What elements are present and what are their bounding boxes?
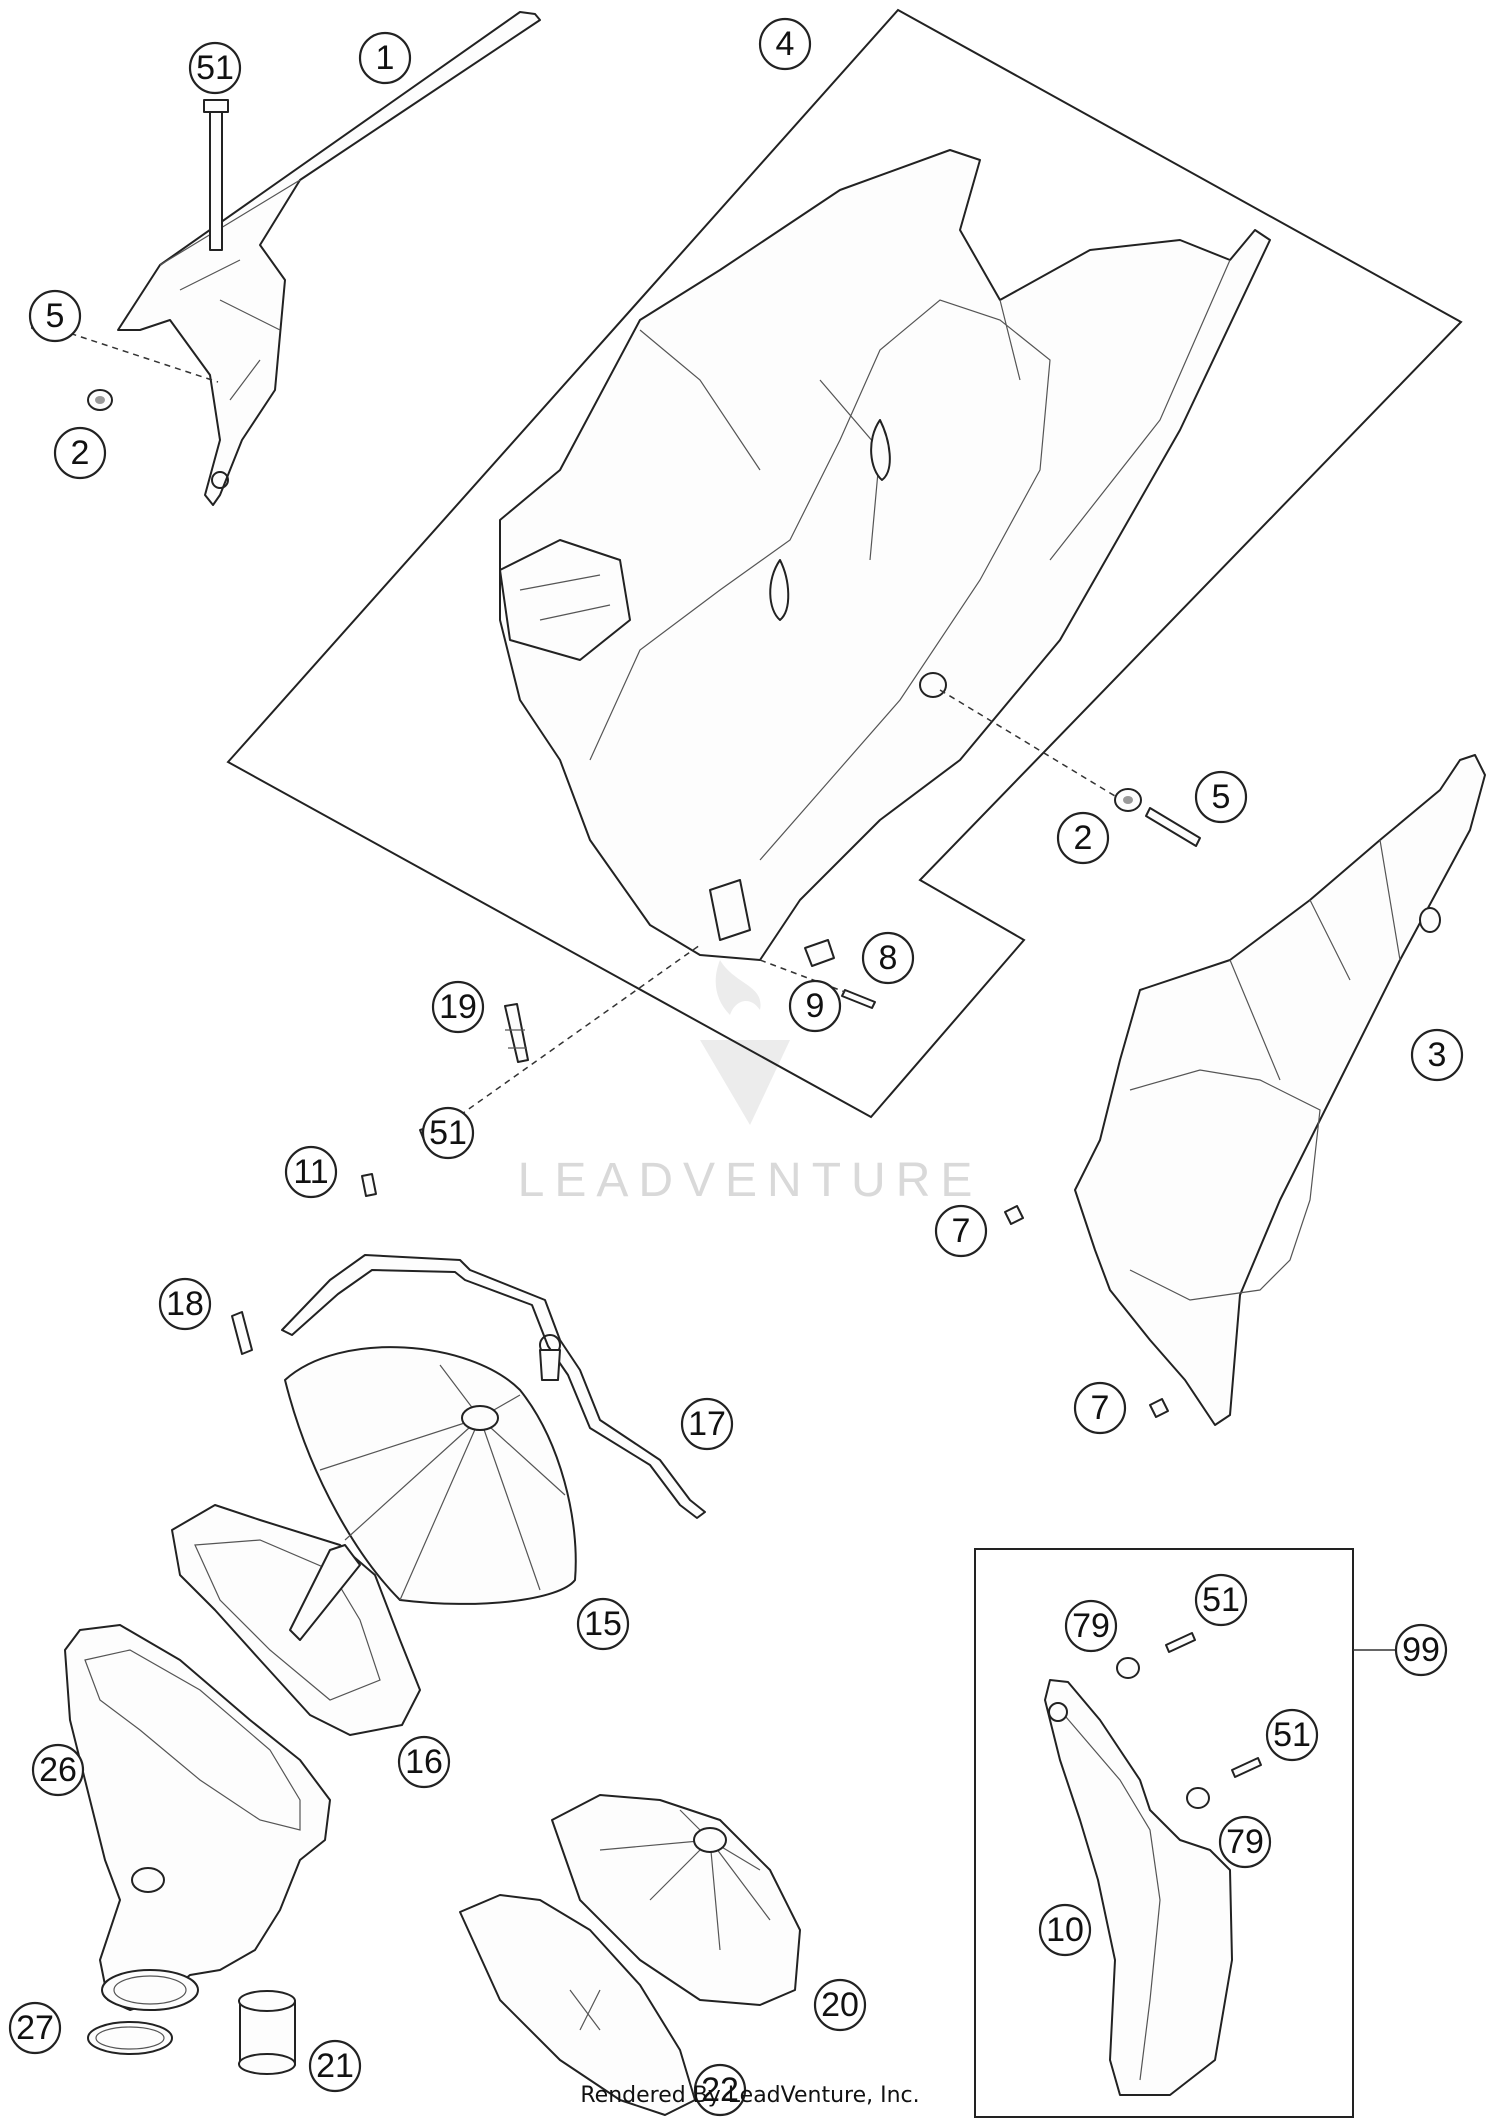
bolt-5-right (1145, 807, 1201, 847)
callout-label: 26 (39, 1751, 77, 1789)
callout-label: 7 (952, 1212, 971, 1250)
callout-20: 20 (813, 1978, 867, 2032)
callout-label: 16 (405, 1743, 443, 1781)
callout-21: 21 (308, 2039, 362, 2093)
callout-label: 1 (376, 39, 395, 77)
callout-51: 51 (1194, 1573, 1248, 1627)
callout-label: 79 (1226, 1823, 1264, 1861)
bolt-51-upper (203, 99, 229, 251)
washer-79-upper (1116, 1657, 1140, 1679)
callout-4: 4 (758, 17, 812, 71)
screw-7-lower (1149, 1398, 1169, 1418)
callout-1: 1 (358, 31, 412, 85)
callout-label: 8 (879, 939, 898, 977)
callout-18: 18 (158, 1277, 212, 1331)
callout-label: 11 (293, 1153, 328, 1191)
callout-label: 99 (1402, 1631, 1440, 1669)
callout-label: 5 (1212, 778, 1231, 816)
callout-22: 22 (693, 2063, 747, 2117)
callout-label: 7 (1091, 1389, 1110, 1427)
callout-2: 2 (53, 426, 107, 480)
watermark-brand-text: LEADVENTURE (518, 1154, 983, 1207)
callout-label: 18 (166, 1285, 204, 1323)
callout-8: 8 (861, 931, 915, 985)
bolt-51-middle (419, 944, 701, 1141)
callout-51: 51 (1265, 1708, 1319, 1762)
callout-3: 3 (1410, 1028, 1464, 1082)
callout-11: 11 (284, 1145, 338, 1199)
bolt-51-kit-lower (1231, 1757, 1262, 1778)
leadventure-watermark: LEADVENTURE (518, 960, 983, 1207)
callout-10: 10 (1038, 1903, 1092, 1957)
callout-5: 5 (28, 289, 82, 343)
bracket-19 (504, 1003, 529, 1063)
callout-label: 19 (439, 988, 477, 1026)
callout-label: 21 (316, 2047, 354, 2085)
callout-79: 79 (1218, 1815, 1272, 1869)
part-4-airbox (499, 149, 1271, 961)
part-15-air-filter (284, 1346, 577, 1605)
part-27-hose-clamp (87, 2021, 173, 2055)
part-18-pin (231, 1311, 253, 1355)
part-1-left-bracket (117, 11, 541, 506)
clip-8 (804, 939, 835, 967)
callout-label: 51 (1202, 1581, 1240, 1619)
part-21-sleeve (238, 1990, 296, 2075)
part-11-spring (361, 1173, 377, 1197)
callout-label: 79 (1072, 1607, 1110, 1645)
callout-label: 2 (1074, 819, 1093, 857)
grommet-2-upper (87, 389, 113, 411)
part-10-intake-duct (1044, 1679, 1233, 2096)
washer-79-lower (1186, 1787, 1210, 1809)
screw-9 (759, 959, 876, 1009)
watermark-logo-mark (700, 960, 790, 1125)
callout-label: 17 (688, 1405, 726, 1443)
callout-label: 9 (806, 987, 825, 1025)
part-17-filter-holder-wire (281, 1254, 706, 1519)
callout-7: 7 (934, 1204, 988, 1258)
callout-label: 2 (71, 434, 90, 472)
callout-99: 99 (1353, 1623, 1448, 1677)
callout-label: 15 (584, 1605, 622, 1643)
callout-label: 22 (701, 2071, 739, 2109)
part-20-filter-cover (551, 1794, 801, 2006)
part-3-right-side-cover (1074, 754, 1486, 1426)
callout-26: 26 (31, 1743, 85, 1797)
callout-2: 2 (1056, 811, 1110, 865)
callout-label: 3 (1428, 1036, 1447, 1074)
callout-label: 51 (1273, 1716, 1311, 1754)
part-22-foam-prefilter (459, 1894, 696, 2116)
callout-79: 79 (1064, 1599, 1118, 1653)
callout-label: 4 (776, 25, 795, 63)
callout-label: 51 (429, 1114, 467, 1152)
callout-5: 5 (1194, 770, 1248, 824)
screw-7-upper (1004, 1205, 1024, 1225)
callout-15: 15 (576, 1597, 630, 1651)
callout-label: 51 (196, 49, 234, 87)
airbox-assembly-frame (226, 8, 1463, 1119)
callout-label: 27 (16, 2009, 54, 2047)
grommet-2-right (939, 689, 1142, 812)
callout-19: 19 (431, 980, 485, 1034)
bolt-51-kit-upper (1165, 1632, 1196, 1653)
kit-99-frame (974, 1548, 1354, 2118)
footer-credit: Rendered By LeadVenture, Inc. (580, 2083, 919, 2108)
callout-label: 20 (821, 1986, 859, 2024)
callout-9: 9 (788, 979, 842, 1033)
callouts: 1 51 4 5 2 5 2 8 9 19 51 3 11 7 18 17 7 … (8, 17, 1464, 2117)
part-26-intake-boot (64, 1624, 331, 2011)
part-16-filter-cage (171, 1504, 421, 1736)
callout-16: 16 (397, 1735, 451, 1789)
callout-label: 5 (46, 297, 65, 335)
callout-51: 51 (421, 1106, 475, 1160)
callout-17: 17 (680, 1397, 734, 1451)
callout-51: 51 (188, 41, 242, 95)
callout-7: 7 (1073, 1381, 1127, 1435)
callout-label: 10 (1046, 1911, 1084, 1949)
callout-27: 27 (8, 2001, 62, 2055)
